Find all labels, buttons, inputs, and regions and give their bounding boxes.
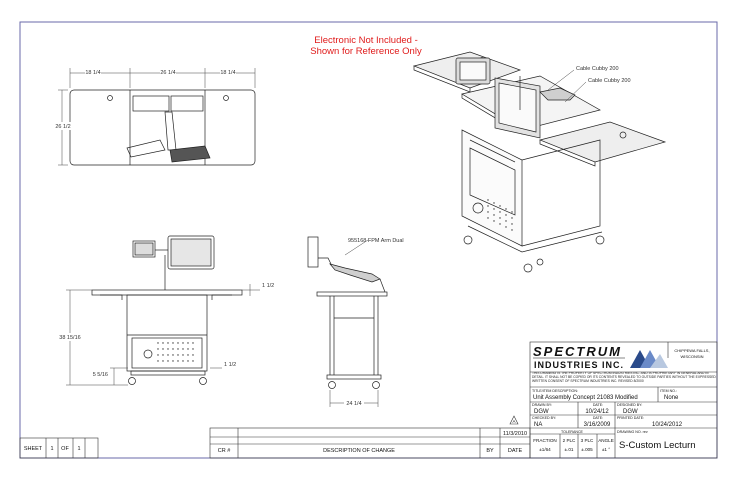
drawn-by-label: DRAWN BY: — [532, 403, 552, 407]
dim-top-left: 18 1/4 — [85, 70, 100, 76]
side-view — [307, 236, 388, 389]
designed-by-value: DGW — [623, 409, 638, 415]
revision-date: 11/3/2010 — [503, 431, 527, 437]
location-line2: WISCONSIN — [680, 354, 703, 359]
angle-label: ANGLE — [598, 438, 614, 443]
revision-cr-label: CR # — [218, 448, 231, 454]
plc2-value: ±.01 — [565, 447, 574, 452]
revision-description-label: DESCRIPTION OF CHANGE — [323, 448, 395, 454]
item-no-value: None — [664, 395, 679, 401]
side-view-arm — [329, 263, 381, 283]
iso-callout-leaders — [547, 69, 587, 103]
drawing-no-value: S-Custom Lecturn — [619, 440, 696, 451]
drawn-date-value: 10/24/12 — [585, 409, 609, 415]
printed-date-value: 10/24/2012 — [652, 422, 683, 428]
front-view-vent-dots — [157, 342, 194, 362]
sheet-total: 1 — [77, 446, 80, 452]
dim-top-mid: 26 1/4 — [160, 70, 175, 76]
plc3-label: 3 PLC — [581, 438, 594, 443]
dim-depth: 26 1/2 — [55, 124, 70, 130]
reference-note: Electronic Not Included - Shown for Refe… — [296, 35, 436, 57]
checked-date-value: 3/16/2009 — [584, 422, 611, 428]
drawing-no-label: DRAWING NO. rev — [617, 430, 648, 434]
side-view-desktop — [316, 291, 388, 297]
angle-value: ±1 ° — [602, 447, 610, 452]
fraction-value: ±1/64 — [539, 447, 551, 452]
plc3-value: ±.005 — [581, 447, 593, 452]
side-view-monitor — [307, 236, 319, 268]
front-view-monitor-large — [167, 235, 215, 270]
tolerance-label: TOLERANCE — [561, 430, 584, 434]
front-view — [91, 235, 243, 385]
drawn-date-label: DATE: — [593, 403, 603, 407]
dim-height: 38 15/16 — [59, 335, 80, 341]
front-view-monitor-small — [132, 240, 156, 258]
sheet-no: 1 — [50, 446, 53, 452]
callout-arm: 955168 FPM Arm Dual — [348, 238, 404, 244]
front-view-desktop — [91, 289, 243, 296]
designed-by-label: DESIGNED BY: — [617, 403, 642, 407]
iso-arm — [539, 87, 576, 101]
title-block — [529, 341, 718, 459]
top-view-dimensions — [58, 68, 256, 166]
checked-by-label: CHECKED BY: — [532, 416, 556, 420]
dim-shelf: 5 5/16 — [93, 372, 108, 378]
front-view-cabinet — [126, 294, 208, 372]
revision-triangle — [509, 415, 519, 425]
callout-cable-cubby-1: Cable Cubby 200 — [576, 66, 619, 72]
checked-by-value: NA — [534, 422, 542, 428]
callout-cable-cubby-2: Cable Cubby 200 — [588, 78, 631, 84]
title-label: TITLE/ITEM DESCRIPTION: — [532, 389, 578, 393]
revision-by-label: BY — [486, 448, 494, 454]
top-view-desktop — [69, 89, 256, 166]
company-name-line2: INDUSTRIES INC. — [534, 360, 624, 370]
isometric-view — [412, 51, 667, 273]
printed-date-label: PRINTED DATE: — [617, 416, 644, 420]
dim-side-a: 1 1/2 — [262, 283, 274, 289]
location-line1: CHIPPEWA FALLS, — [674, 348, 709, 353]
revision-mark: A — [512, 419, 515, 424]
dim-side-width: 24 1/4 — [346, 401, 361, 407]
item-no-label: ITEM NO.: — [660, 389, 677, 393]
company-name-line1: SPECTRUM — [533, 344, 622, 359]
revision-date-label: DATE — [508, 448, 523, 454]
sheet-block — [19, 437, 99, 459]
dim-side-b: 1 1/2 — [224, 362, 236, 368]
top-view — [69, 89, 256, 166]
iso-right-wing — [538, 121, 667, 163]
reference-note-line1: Electronic Not Included - — [314, 35, 418, 46]
side-view-dimensions — [210, 239, 379, 407]
fraction-label: FRACTION — [533, 438, 556, 443]
plc2-label: 2 PLC — [563, 438, 576, 443]
iso-cabinet — [461, 129, 523, 247]
drawn-by-value: DGW — [534, 409, 549, 415]
checked-date-label: DATE: — [593, 416, 603, 420]
iso-vent-dots — [487, 199, 513, 231]
proprietary-notice: THIS DRAWING IS THE PROPERTY OF SPECTRUM… — [532, 372, 716, 383]
company-logo: SPECTRUM INDUSTRIES INC. — [533, 344, 668, 370]
reference-note-line2: Shown for Reference Only — [310, 46, 422, 57]
sheet-of-label: OF — [61, 446, 69, 452]
title-value: Unit Assembly Concept 21083 Modified — [533, 395, 638, 401]
dim-top-right: 18 1/4 — [220, 70, 235, 76]
sheet-label: SHEET — [24, 446, 43, 452]
